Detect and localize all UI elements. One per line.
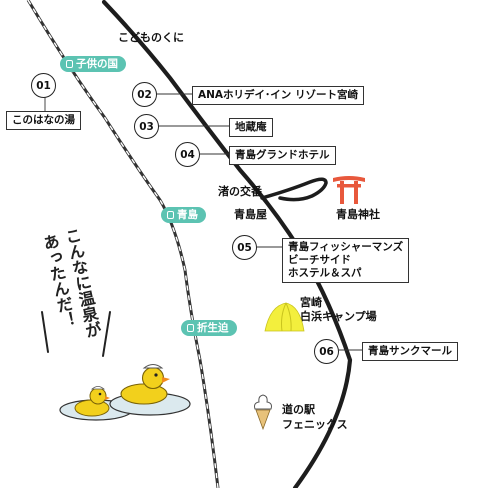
station-aoshima: 青島 [161,207,206,223]
train-icon [187,324,194,332]
spot-number-06: 06 [314,339,339,364]
leader-lines [44,93,362,351]
spot-number-04: 04 [175,142,200,167]
place-aoshimaya: 青島屋 [234,208,267,221]
exclamation-lines [41,311,111,357]
place-shirahama-camp: 宮崎 白浜キャンプ場 [300,296,377,323]
torii-icon [333,176,365,204]
main-road [101,0,353,488]
rubber-duck-icon [120,364,170,405]
station-label: 折生迫 [197,322,229,334]
place-aoshima-shrine: 青島神社 [336,208,380,221]
spot-number-05: 05 [232,235,257,260]
spot-label-05: 青島フィッシャーマンズ ビーチサイド ホステル＆スパ [282,238,410,283]
spot-number-01: 01 [31,73,56,98]
spot-label-06: 青島サンクマール [362,342,458,361]
spot-label-04: 青島グランドホテル [229,146,336,165]
spot-label-01: このはなの湯 [6,111,81,130]
soft-serve-icon [254,394,272,431]
place-road-station-phoenix: 道の駅 フェニックス [282,403,348,431]
spot-number-03: 03 [134,114,159,139]
station-orio: 折生迫 [181,320,237,336]
station-kodomonokuni: 子供の国 [60,56,126,72]
tent-icon [264,302,305,332]
rubber-duck-icon [74,386,110,417]
railway-line [26,0,220,488]
spot-label-03: 地蔵庵 [229,118,273,137]
train-icon [66,60,73,68]
place-nagisa-koban: 渚の交番 [218,185,262,198]
place-kodomonokuni: こどものくに [118,31,184,44]
train-icon [167,211,174,219]
spot-number-02: 02 [132,82,157,107]
station-label: 子供の国 [76,58,118,70]
aoshima-loop-road [260,177,328,202]
spot-label-02: ANAホリデイ･イン リゾート宮崎 [192,86,364,105]
station-label: 青島 [177,209,198,221]
